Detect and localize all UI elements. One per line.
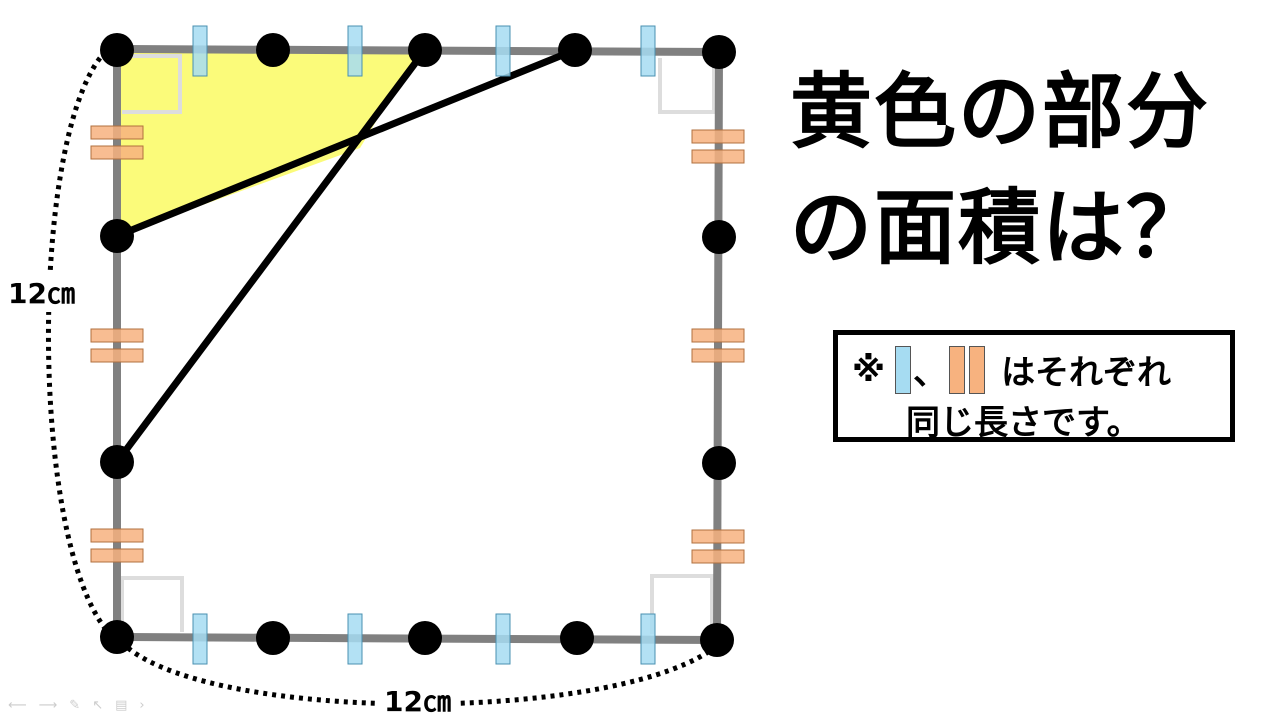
- line-left-to-top: [115, 46, 577, 240]
- right-angle-markers: [120, 54, 716, 634]
- orange-tick: [691, 529, 745, 544]
- orange-tick: [691, 328, 745, 343]
- more-icon[interactable]: ›: [139, 698, 145, 713]
- question-title-line1: 黄色の部分: [790, 65, 1211, 160]
- note-comma: 、: [913, 353, 948, 393]
- blue-tick-top: [640, 25, 656, 77]
- vertex-dot: [702, 220, 736, 254]
- yellow-region: [117, 52, 418, 236]
- vertex-dot: [702, 446, 736, 480]
- slides-icon[interactable]: ▤: [115, 698, 128, 713]
- blue-tick-bottom: [347, 613, 363, 665]
- orange-tick: [90, 348, 144, 363]
- note-mark: ※: [852, 349, 886, 390]
- vertex-dot: [408, 33, 442, 67]
- orange-tick: [691, 129, 745, 144]
- left-dimension-curve: [46, 56, 110, 634]
- vertex-dot: [560, 621, 594, 655]
- orange-tick: [691, 149, 745, 164]
- orange-tick: [691, 348, 745, 363]
- vertex-dot: [100, 33, 134, 67]
- orange-tick: [90, 528, 144, 543]
- blue-tick-bottom: [640, 613, 656, 665]
- vertex-dot: [558, 33, 592, 67]
- blue-tick-bottom: [495, 613, 511, 665]
- orange-tick: [90, 145, 144, 160]
- line-left-to-top-mid: [114, 47, 428, 465]
- prev-arrow-icon[interactable]: ⟵: [8, 698, 27, 713]
- next-arrow-icon[interactable]: ⟶: [38, 698, 58, 713]
- orange-tick: [90, 548, 144, 563]
- vertex-dot: [702, 35, 736, 69]
- note-text1: はそれぞれ: [1001, 353, 1172, 393]
- vertex-dot: [100, 620, 134, 654]
- vertex-dot: [256, 33, 290, 67]
- pointer-icon[interactable]: ↖: [92, 698, 104, 713]
- blue-tick-top: [192, 25, 208, 77]
- pen-icon[interactable]: ✎: [69, 698, 81, 713]
- orange-tick: [691, 549, 745, 564]
- slideshow-controls: ⟵ ⟶ ✎ ↖ ▤ ›: [8, 698, 145, 713]
- note-text2: 同じ長さです。: [906, 403, 1141, 443]
- bottom-length-label: 12㎝: [378, 680, 457, 720]
- vertex-dot: [700, 623, 734, 657]
- blue-tick-top: [347, 25, 363, 77]
- orange-tick: [90, 328, 144, 343]
- vertex-dot: [408, 621, 442, 655]
- vertex-dot: [100, 445, 134, 479]
- note-box: ※ 、 はそれぞれ 同じ長さです。: [833, 330, 1235, 443]
- left-length-label: 12㎝: [8, 272, 75, 312]
- blue-tick-top: [495, 25, 511, 77]
- question-title-line2: の面積は？: [790, 181, 1211, 276]
- vertex-dot: [256, 621, 290, 655]
- orange-tick-legend-2: [969, 345, 986, 394]
- orange-tick: [90, 125, 144, 140]
- orange-tick-legend-1: [949, 345, 966, 394]
- blue-tick-legend: [895, 345, 912, 394]
- vertex-dot: [100, 219, 134, 253]
- blue-tick-bottom: [192, 613, 208, 665]
